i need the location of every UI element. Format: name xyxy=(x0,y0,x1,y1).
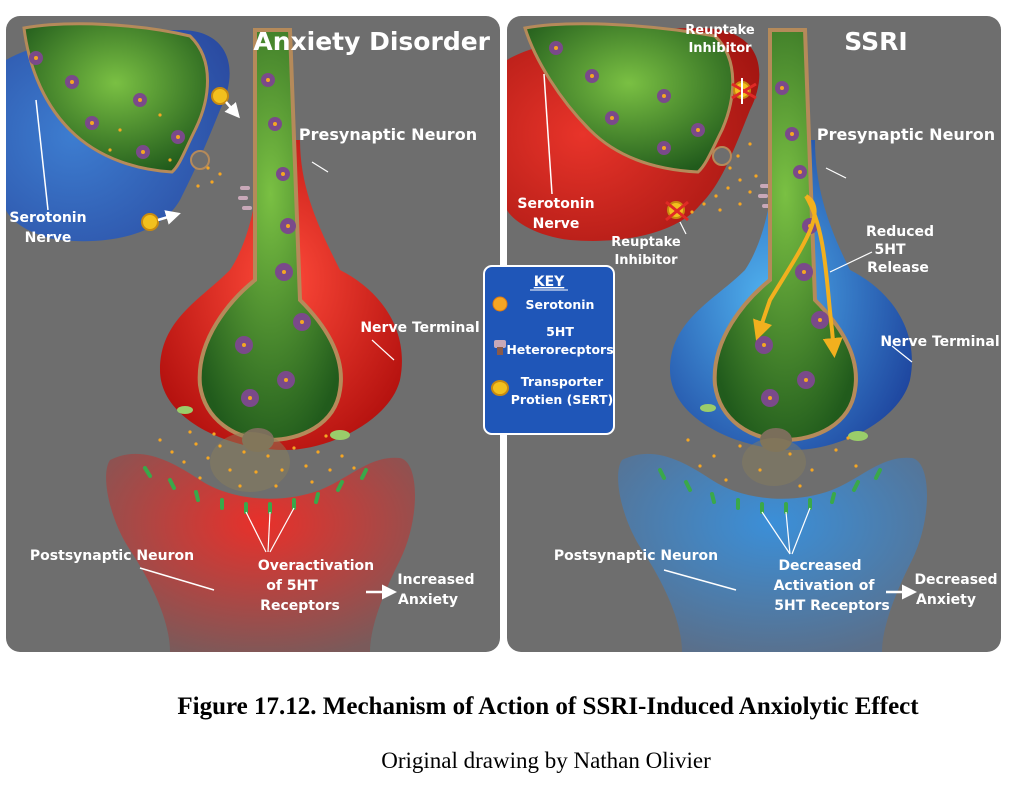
key-5ht-label: 5HT xyxy=(546,324,574,339)
reuptake-bottom-line-2: Inhibitor xyxy=(614,253,678,268)
right-postsynaptic-label: Postsynaptic Neuron xyxy=(554,548,718,564)
right-effect-line-3: 5HT Receptors xyxy=(774,598,890,614)
right-panel-title: SSRI xyxy=(844,27,907,56)
left-result-line-1: Increased xyxy=(397,572,474,588)
figure-caption-title: Figure 17.12. Mechanism of Action of SSR… xyxy=(177,693,919,720)
left-effect-line-3: Receptors xyxy=(260,598,340,614)
serotonin-nerve-pointer xyxy=(35,99,49,211)
reuptake-top-line-2: Inhibitor xyxy=(688,41,752,56)
key-heterorecptors-label: Heterorecptors xyxy=(506,342,613,357)
panel-ssri: SSRI Reuptake Inhibitor Presynaptic Neur… xyxy=(507,16,1001,652)
left-nerve-terminal-label: Nerve Terminal xyxy=(360,320,479,336)
left-serotonin-nerve xyxy=(6,22,230,242)
left-transporter-top xyxy=(211,87,240,119)
reuptake-top-line-1: Reuptake xyxy=(685,23,755,38)
key-title: KEY xyxy=(534,274,565,290)
reuptake-inhibitor-bottom xyxy=(665,200,689,235)
right-synaptic-serotonin xyxy=(686,436,858,488)
left-presynaptic-label: Presynaptic Neuron xyxy=(299,125,477,144)
reduced-release-line-2: 5HT xyxy=(874,242,905,258)
right-result-line-1: Decreased xyxy=(914,572,997,588)
figure-caption-credit: Original drawing by Nathan Olivier xyxy=(381,748,711,773)
transporter-icon xyxy=(491,380,509,396)
right-result-line-2: Anxiety xyxy=(916,592,976,608)
key-item-transporter: Transporter Protien (SERT) xyxy=(491,374,613,407)
left-nerve-terminal xyxy=(160,28,402,452)
left-synaptic-serotonin xyxy=(158,430,356,492)
panel-anxiety-disorder: Anxiety Disorder Presynaptic Neuron Sero… xyxy=(6,16,500,652)
key-sert-label: Protien (SERT) xyxy=(511,392,613,407)
key-serotonin-label: Serotonin xyxy=(526,297,595,312)
reduced-release-line-1: Reduced xyxy=(866,224,934,240)
reuptake-bottom-line-1: Reuptake xyxy=(611,235,681,250)
right-effect-line-1: Decreased xyxy=(778,558,861,574)
reduced-release-line-3: Release xyxy=(867,260,929,276)
right-serotonin-nerve xyxy=(507,22,760,241)
reuptake-inhibitor-top xyxy=(731,78,757,104)
key-item-serotonin: Serotonin xyxy=(492,296,595,312)
left-postsynaptic-neuron xyxy=(106,161,415,652)
right-postsynaptic-neuron xyxy=(618,453,927,652)
left-result-line-2: Anxiety xyxy=(398,592,458,608)
serotonin-dot-icon xyxy=(492,296,508,312)
key-legend: KEY Serotonin 5HT Heterorecptors Transpo… xyxy=(483,265,615,435)
key-transporter-label: Transporter xyxy=(521,374,604,389)
left-transporter-bottom xyxy=(141,210,181,231)
left-nerve-label: Nerve xyxy=(25,230,72,246)
right-serotonin-label: Serotonin xyxy=(517,196,594,212)
heteroreceptor-icon xyxy=(494,340,506,355)
right-presynaptic-label: Presynaptic Neuron xyxy=(817,125,995,144)
left-panel-title: Anxiety Disorder xyxy=(253,27,490,56)
left-heteroreceptors xyxy=(238,186,252,210)
left-effect-line-2: of 5HT xyxy=(266,578,318,594)
left-postsynaptic-label: Postsynaptic Neuron xyxy=(30,548,194,564)
right-effect-line-2: Activation of xyxy=(774,578,876,594)
key-item-heteroreceptors: 5HT Heterorecptors xyxy=(494,324,614,357)
right-nerve-terminal-label: Nerve Terminal xyxy=(880,334,999,350)
left-effect-line-1: Overactivation xyxy=(258,558,374,574)
right-nerve-terminal xyxy=(670,28,913,452)
left-serotonin-label: Serotonin xyxy=(9,210,86,226)
right-nerve-label: Nerve xyxy=(533,216,580,232)
